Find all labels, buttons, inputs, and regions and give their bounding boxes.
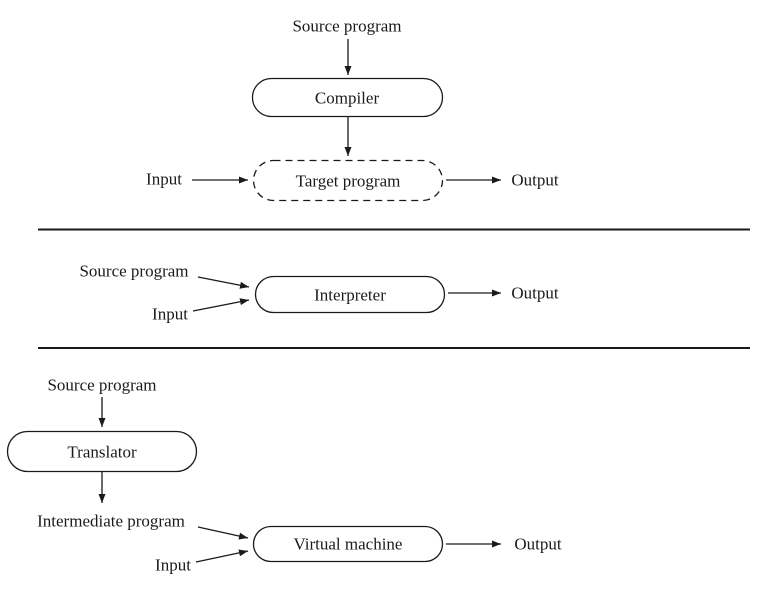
virtual-machine-box-outline [252,525,444,563]
input-label-translator-section: Input [155,555,191,575]
target-program-box-outline [252,159,444,202]
arrow-input-to-vm [195,549,249,563]
virtual-machine-box-label: Virtual machine [293,534,403,554]
source-program-label-compiler-section: Source program [292,16,402,36]
output-label-interpreter-section: Output [511,283,559,303]
intermediate-program-label: Intermediate program [37,511,185,531]
output-label-compiler-section: Output [511,170,559,190]
input-label-interpreter-section: Input [152,304,188,324]
input-label-compiler-section: Input [146,169,182,189]
compiler-box-outline [251,77,444,118]
source-program-label-interpreter-section: Source program [79,261,189,281]
translator-box-outline [6,430,198,473]
translator-box-label: Translator [67,442,137,462]
arrow-input-to-interpreter [192,298,250,312]
target-program-box-label: Target program [295,171,401,191]
source-program-label-translator-section: Source program [47,375,157,395]
output-label-translator-section: Output [514,534,562,554]
arrow-source-to-interpreter [197,276,250,289]
interpreter-box-label: Interpreter [314,285,386,305]
arrow-intermediate-to-vm [197,526,249,540]
interpreter-box-outline [254,275,446,314]
compiler-box-label: Compiler [314,88,380,108]
